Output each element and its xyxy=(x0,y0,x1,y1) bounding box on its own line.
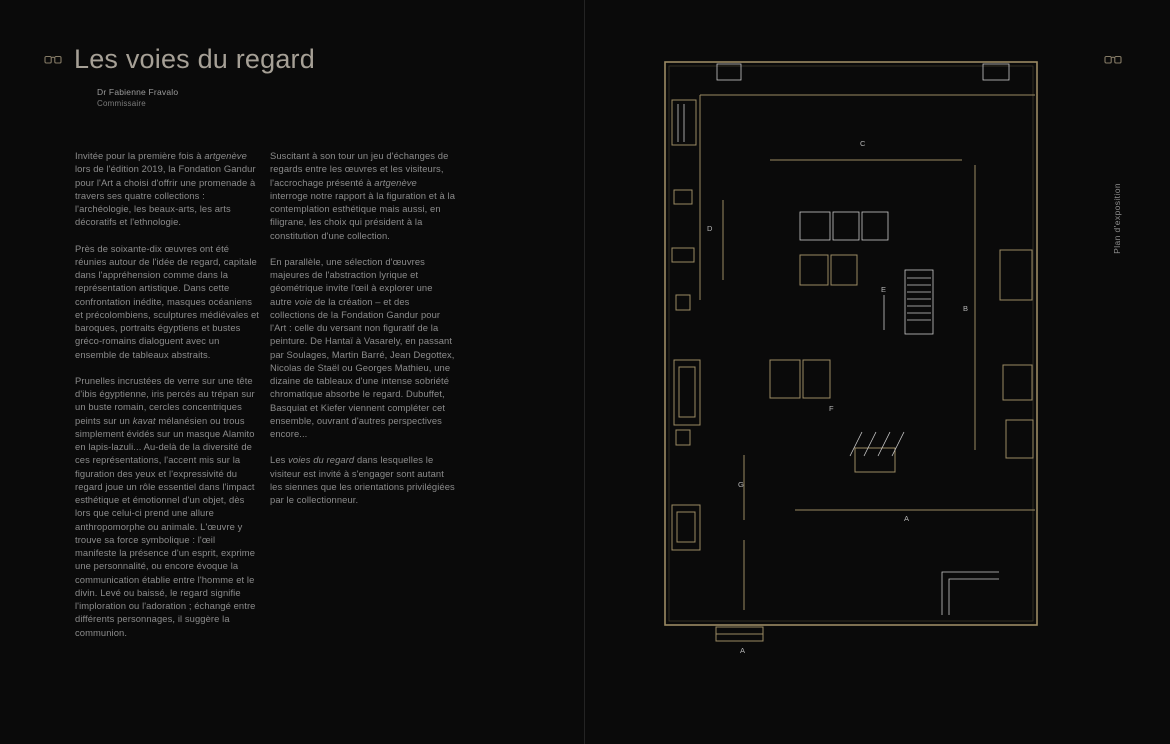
byline: Dr Fabienne Fravalo Commissaire xyxy=(97,87,178,108)
plan-zone-label: G xyxy=(738,480,744,489)
plan-inner-walls xyxy=(699,94,1035,610)
paragraph: Près de soixante-dix œuvres ont été réun… xyxy=(75,242,259,360)
plan-zone-label: E xyxy=(881,285,887,294)
paragraph: Prunelles incrustées de verre sur une tê… xyxy=(75,374,256,638)
page-gutter xyxy=(584,0,585,744)
plan-outer-walls xyxy=(664,61,1038,626)
paragraph: Invitée pour la première fois à artgenèv… xyxy=(75,150,256,228)
glasses-icon xyxy=(1104,53,1122,65)
plan-zone-label: D xyxy=(707,224,713,233)
page-title: Les voies du regard xyxy=(74,44,315,74)
author-name: Dr Fabienne Fravalo xyxy=(97,87,179,97)
plan-zone-labels: C D E B F G A A xyxy=(707,139,969,655)
plan-detail-lines xyxy=(677,63,1010,615)
text-column-2: Suscitant à son tour un jeu d'échanges d… xyxy=(270,149,457,519)
plan-display-cases xyxy=(671,99,1034,642)
paragraph: Les voies du regard dans lesquelles le v… xyxy=(270,454,455,505)
plan-zone-label: C xyxy=(860,139,866,148)
plan-zone-label: A xyxy=(904,514,910,523)
plan-zone-label: F xyxy=(829,404,834,413)
plan-zone-label: B xyxy=(963,304,969,313)
text-column-1: Invitée pour la première fois à artgenèv… xyxy=(75,149,259,652)
paragraph: Suscitant à son tour un jeu d'échanges d… xyxy=(270,150,456,241)
plan-outer-wall-inner-line xyxy=(668,65,1034,622)
author-role: Commissaire xyxy=(97,99,146,108)
paragraph: En parallèle, une sélection d'œuvres maj… xyxy=(270,255,455,439)
exhibition-floor-plan: C D E B F G A A xyxy=(664,61,1038,655)
plan-caption: Plan d'exposition xyxy=(1112,183,1122,254)
plan-zone-label: A xyxy=(740,646,746,655)
glasses-icon xyxy=(44,53,62,65)
